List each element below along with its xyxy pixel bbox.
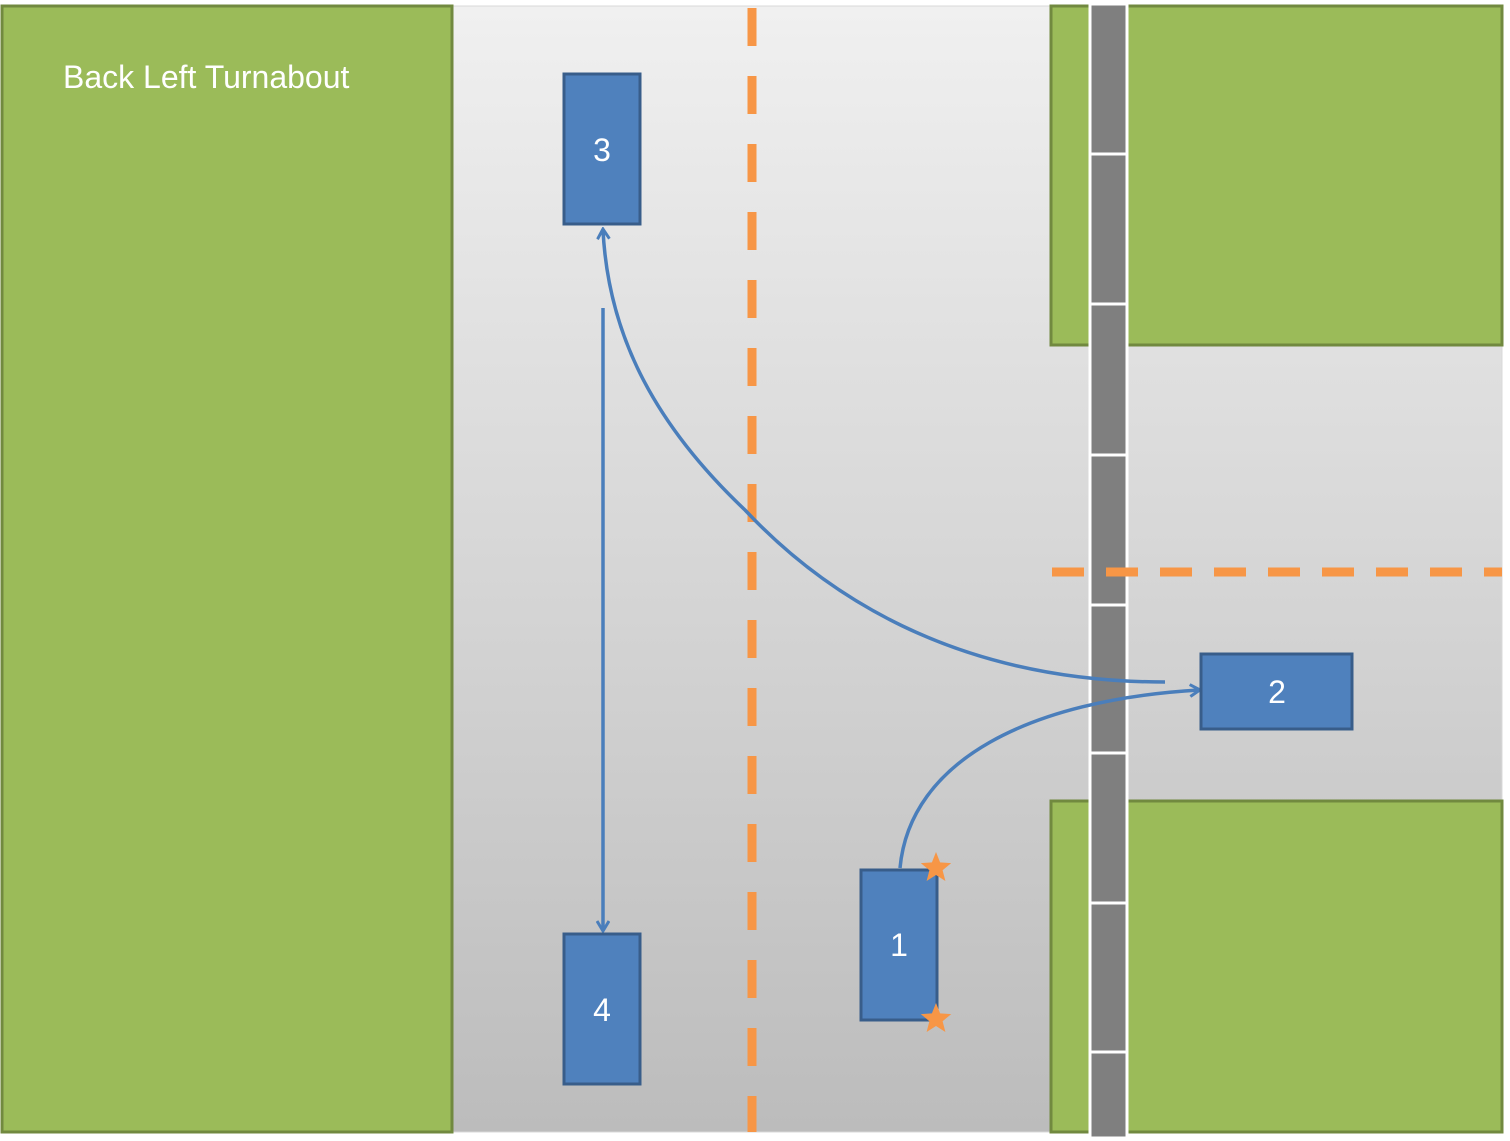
vehicle-2-label: 2	[1268, 674, 1286, 710]
star-icon	[920, 1003, 952, 1032]
vehicle-1-label: 1	[890, 927, 908, 963]
left-grass-area	[0, 4, 454, 1134]
path-1-to-2	[898, 690, 1199, 869]
vehicle-3-label: 3	[593, 132, 611, 168]
vehicle-3: 3	[562, 72, 642, 226]
vehicle-2: 2	[1199, 652, 1354, 731]
vehicle-4: 4	[562, 932, 642, 1086]
star-icon	[920, 852, 952, 881]
diagram-title: Back Left Turnabout	[63, 59, 350, 95]
vehicle-1: 1	[859, 868, 939, 1022]
vehicle-4-label: 4	[593, 992, 611, 1028]
path-2-to-3	[603, 230, 1166, 684]
